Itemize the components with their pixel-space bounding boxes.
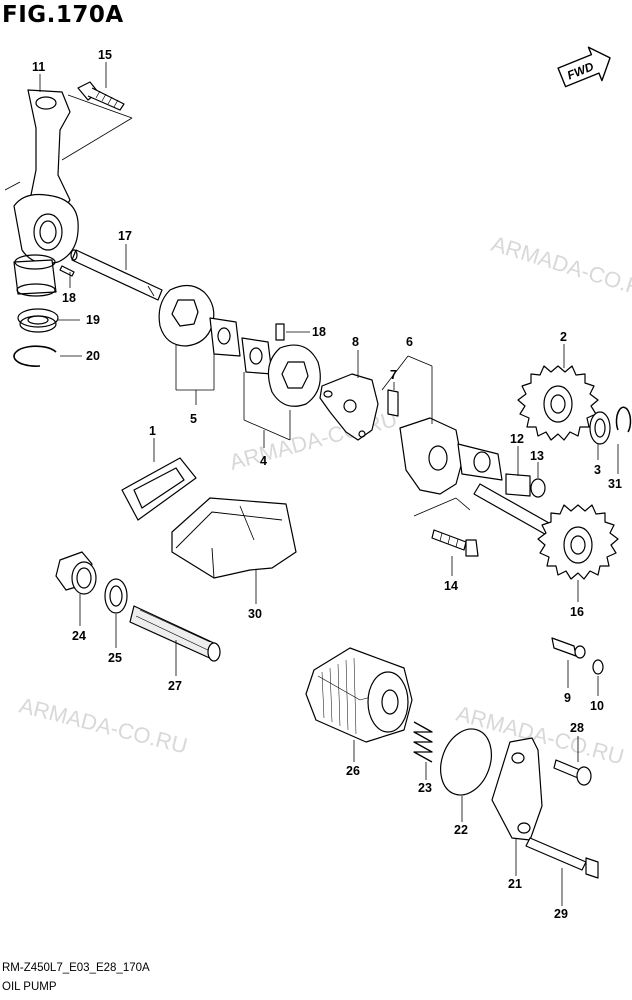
part-23-spring — [413, 721, 433, 763]
callout-18-b: 18 — [312, 325, 326, 339]
callout-7: 7 — [390, 368, 397, 382]
callout-1: 1 — [149, 424, 156, 438]
part-22-o-ring — [440, 728, 492, 796]
callout-11: 11 — [32, 60, 45, 74]
part-2-gear — [517, 365, 599, 441]
part-11-oil-strainer-arm — [13, 89, 79, 297]
part-9-plug — [551, 637, 586, 659]
callout-25: 25 — [108, 651, 122, 665]
callout-9: 9 — [564, 691, 571, 705]
figure-title: FIG.170A — [2, 2, 124, 28]
callout-18-a: 18 — [62, 291, 76, 305]
part-29-long-bolt — [525, 837, 599, 879]
callout-15: 15 — [98, 48, 112, 62]
part-16-gear — [537, 504, 619, 580]
callout-24: 24 — [72, 629, 86, 643]
fwd-arrow-icon: FWD — [557, 46, 611, 88]
part-19-strainer — [17, 308, 59, 333]
callout-labels: 11 15 17 18 19 20 18 5 4 8 7 6 2 1 12 13… — [32, 48, 622, 921]
callout-23: 23 — [418, 781, 432, 795]
diagram-name: OIL PUMP — [2, 981, 57, 993]
part-7-dowel — [387, 389, 399, 417]
part-21-filter-cap — [491, 737, 543, 841]
part-31-circlip — [615, 406, 632, 433]
callout-8: 8 — [352, 335, 359, 349]
callout-31: 31 — [608, 477, 622, 491]
callout-2: 2 — [560, 330, 567, 344]
callout-6: 6 — [406, 335, 413, 349]
part-17-shaft — [70, 249, 163, 301]
callout-4: 4 — [260, 454, 267, 468]
callout-5: 5 — [190, 412, 197, 426]
part-27-screen-filter — [129, 605, 221, 662]
part-28-bolt — [553, 759, 592, 786]
callout-13: 13 — [530, 449, 544, 463]
leader-lines — [39, 62, 619, 906]
callout-17: 17 — [118, 229, 132, 243]
watermark-1: ARMADA-CO.RU — [489, 231, 632, 305]
part-18-pin-left — [59, 265, 75, 277]
part-20-circlip — [13, 345, 57, 367]
callout-27: 27 — [168, 679, 182, 693]
part-12-bushing — [505, 473, 531, 497]
callout-22: 22 — [454, 823, 468, 837]
part-26-oil-filter — [305, 647, 413, 743]
part-14-bolt — [431, 529, 479, 557]
callout-28: 28 — [570, 721, 584, 735]
part-8-pump-cover — [319, 373, 379, 441]
callout-29: 29 — [554, 907, 568, 921]
part-30-cover — [171, 497, 297, 579]
part-4-rotor-set — [241, 337, 321, 407]
callout-16: 16 — [570, 605, 584, 619]
callout-21: 21 — [508, 877, 522, 891]
callout-3: 3 — [594, 463, 601, 477]
part-25-washer — [104, 578, 128, 614]
callout-10: 10 — [590, 699, 604, 713]
part-18-pin-mid — [275, 323, 285, 341]
part-5-rotor-set — [158, 284, 241, 357]
diagram-code: RM-Z450L7_E03_E28_170A — [2, 962, 150, 974]
callout-19: 19 — [86, 313, 100, 327]
part-13-washer — [530, 478, 546, 498]
callout-30: 30 — [248, 607, 262, 621]
callout-14: 14 — [444, 579, 458, 593]
watermark-3: ARMADA-CO.RU — [17, 693, 190, 759]
part-24-drain-plug — [55, 551, 97, 595]
part-15-bolt — [77, 81, 125, 111]
part-3-washer — [589, 411, 611, 445]
callout-26: 26 — [346, 764, 360, 778]
part-10-o-ring — [592, 659, 604, 675]
part-6-pump-body — [399, 417, 503, 495]
callout-20: 20 — [86, 349, 100, 363]
callout-12: 12 — [510, 432, 524, 446]
part-1-gasket — [121, 457, 197, 521]
